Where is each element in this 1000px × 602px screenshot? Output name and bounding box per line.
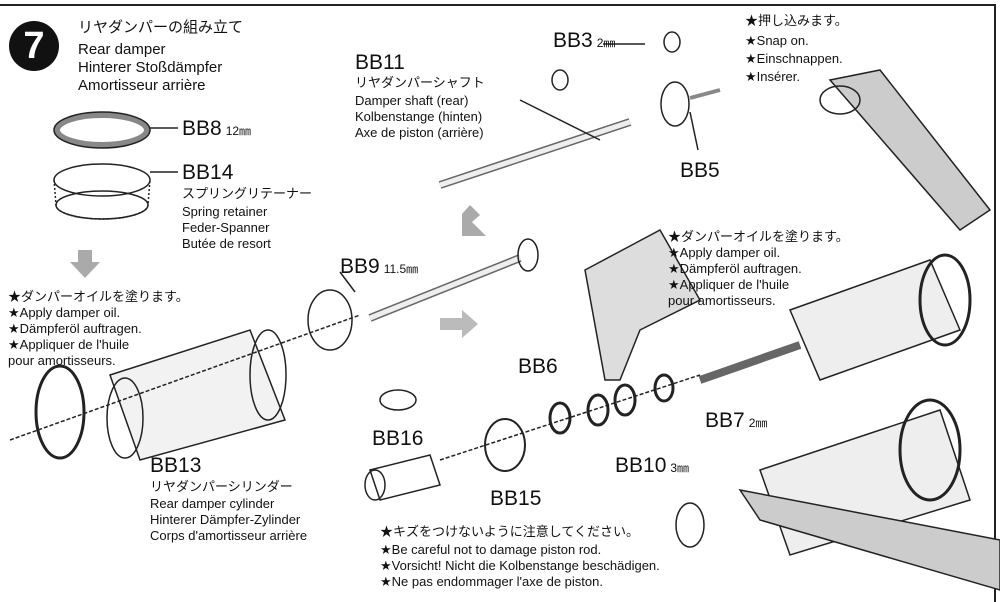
bb13-damper-cylinder [109,329,286,461]
careful-note-jp: ★キズをつけないように注意してください。 [380,524,639,539]
bb14-jp: スプリングリテーナー [182,186,313,201]
oil-left-note-fr1: ★Appliquer de l'huile [8,337,130,352]
snap-note-fr: ★Insérer. [745,69,801,84]
oil-right-note-en: ★Apply damper oil. [668,245,781,260]
bb7-size: 2㎜ [748,416,768,430]
oil-right-note-jp: ★ダンパーオイルを塗ります。 [668,229,849,244]
bb3-size: 2㎜ [596,36,616,50]
bb8-o-ring [54,112,150,148]
bb7-code: BB7 [705,409,745,432]
bb3-code: BB3 [553,29,593,52]
oil-left-note-en: ★Apply damper oil. [8,305,121,320]
step-title-jp: リヤダンパーの組み立て [78,19,244,36]
step-number-badge: 7 [9,21,59,71]
bb14-en: Spring retainer [182,204,268,219]
bb3-e-clip [663,31,681,53]
right-arrow-icon [440,310,478,338]
bb14-fr: Butée de resort [182,236,271,251]
bb16-label: BB16 [372,427,424,450]
bb10-washer [586,393,610,427]
bb9-size: 11.5㎜ [383,262,419,276]
bb5-label: BB5 [680,159,720,182]
page-frame [0,4,996,602]
step-title-fr: Amortisseur arrière [78,77,206,94]
oil-right-note-de: ★Dämpferöl auftragen. [668,261,802,276]
bb8-size: 12㎜ [225,124,252,138]
bb10-washer [613,383,637,417]
careful-note-fr: ★Ne pas endommager l'axe de piston. [380,574,603,589]
bb9-code: BB9 [340,255,380,278]
bb14-de: Feder-Spanner [182,220,270,235]
bb13-jp: リヤダンパーシリンダー [150,479,293,494]
bb13-fr: Corps d'amortisseur arrière [150,528,308,543]
down-arrow-icon [70,250,100,278]
oil-left-note-de: ★Dämpferöl auftragen. [8,321,142,336]
step-title-de: Hinterer Stoßdämpfer [78,59,223,76]
bb11-de: Kolbenstange (hinten) [355,109,483,124]
bb11-en: Damper shaft (rear) [355,93,469,108]
snap-note-de: ★Einschnappen. [745,51,843,66]
bb13-label: BB13 [150,454,202,477]
bb14-label: BB14 [182,161,234,184]
pliers-illustration [738,488,1000,591]
bb10-size: 3㎜ [670,461,690,475]
pliers-illustration [828,69,992,231]
bb13-en: Rear damper cylinder [150,496,275,511]
bb6-label: BB6 [518,355,558,378]
oil-right-note-fr2: pour amortisseurs. [668,293,776,308]
oil-right-note-fr1: ★Appliquer de l'huile [668,277,790,292]
bb15-cylinder-end [484,418,526,472]
oil-tube [584,228,702,381]
bb16-rod-end [379,389,417,411]
bb15-label: BB15 [490,487,542,510]
bb8-code: BB8 [182,117,222,140]
cylinder-cap [34,364,86,460]
oil-left-note-fr2: pour amortisseurs. [8,353,116,368]
assembled-cylinder [788,259,962,381]
bb11-label: BB11 [355,51,405,74]
oil-left-note-jp: ★ダンパーオイルを塗ります。 [8,289,189,304]
bb11-fr: Axe de piston (arrière) [355,125,484,140]
careful-note-en: ★Be careful not to damage piston rod. [380,542,602,557]
bb9-o-ring [307,289,353,351]
bb7-washer [653,373,675,403]
bb11-jp: リヤダンパーシャフト [355,75,485,90]
rod-end [369,454,441,501]
careful-note-de: ★Vorsicht! Nicht die Kolbenstange beschä… [380,558,660,573]
bb3-e-clip [551,69,569,91]
bb6-washer [548,401,572,435]
bb13-de: Hinterer Dämpfer-Zylinder [150,512,301,527]
step-title-en: Rear damper [78,41,166,58]
bb5-piston [660,81,690,127]
down-arrow-icon [462,205,486,236]
snap-note-jp: ★押し込みます。 [745,13,848,28]
bb10-code: BB10 [615,454,667,477]
snap-note-en: ★Snap on. [745,33,809,48]
